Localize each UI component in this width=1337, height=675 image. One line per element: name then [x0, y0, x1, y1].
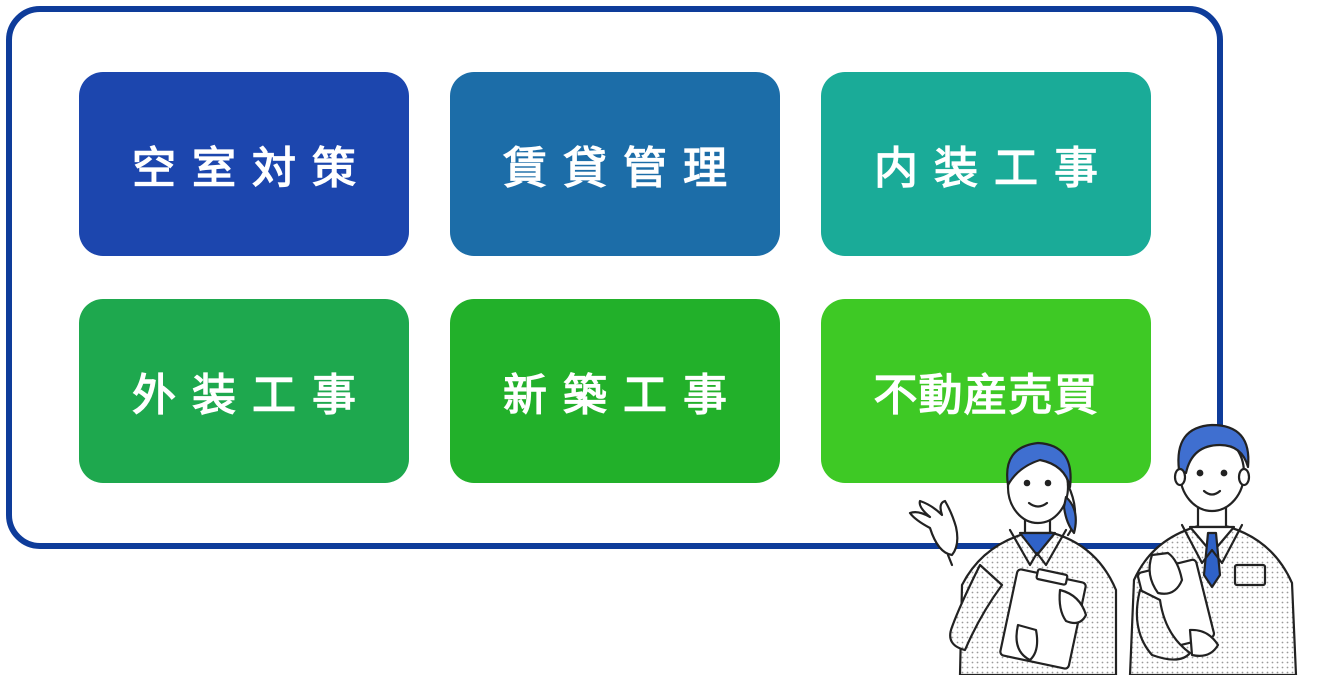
service-tile-new-construction[interactable]: 新築工事	[450, 299, 780, 483]
service-tile-interior-work[interactable]: 内装工事	[821, 72, 1151, 256]
service-tile-exterior-work[interactable]: 外装工事	[79, 299, 409, 483]
male-worker-figure	[1128, 423, 1298, 675]
service-tile-vacancy-measures[interactable]: 空室対策	[79, 72, 409, 256]
two-workers-illustration	[908, 423, 1298, 675]
service-tile-real-estate-trading[interactable]: 不動産売買	[821, 299, 1151, 483]
female-worker-figure	[908, 441, 1118, 675]
service-tile-rental-management[interactable]: 賃貸管理	[450, 72, 780, 256]
